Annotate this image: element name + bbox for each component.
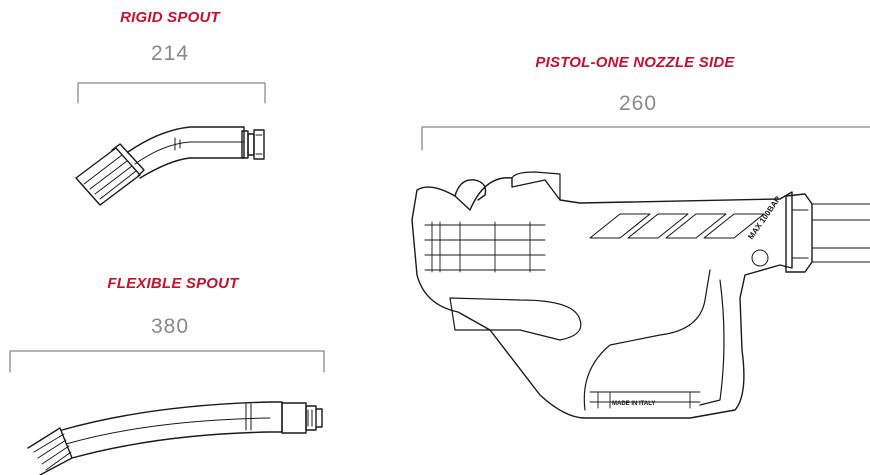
pistol-dimension: 260 [618, 92, 658, 115]
pistol-dimension-bracket [421, 126, 870, 151]
pistol-nozzle-drawing [411, 171, 870, 419]
flexible-spout-title: FLEXIBLE SPOUT [107, 275, 239, 292]
rigid-spout-drawing [75, 126, 265, 206]
flexible-spout-drawing [27, 401, 323, 475]
pistol-body-marking: MAX 100BAR [746, 194, 783, 241]
rigid-spout-dimension: 214 [150, 42, 190, 65]
pistol-grip-marking: MADE IN ITALY [612, 401, 655, 407]
flexible-spout-dimension: 380 [150, 315, 190, 338]
rigid-dimension-bracket [77, 82, 266, 104]
flexible-dimension-bracket [9, 350, 325, 373]
rigid-spout-title: RIGID SPOUT [120, 9, 220, 26]
pistol-title: PISTOL-ONE NOZZLE SIDE [535, 54, 735, 71]
